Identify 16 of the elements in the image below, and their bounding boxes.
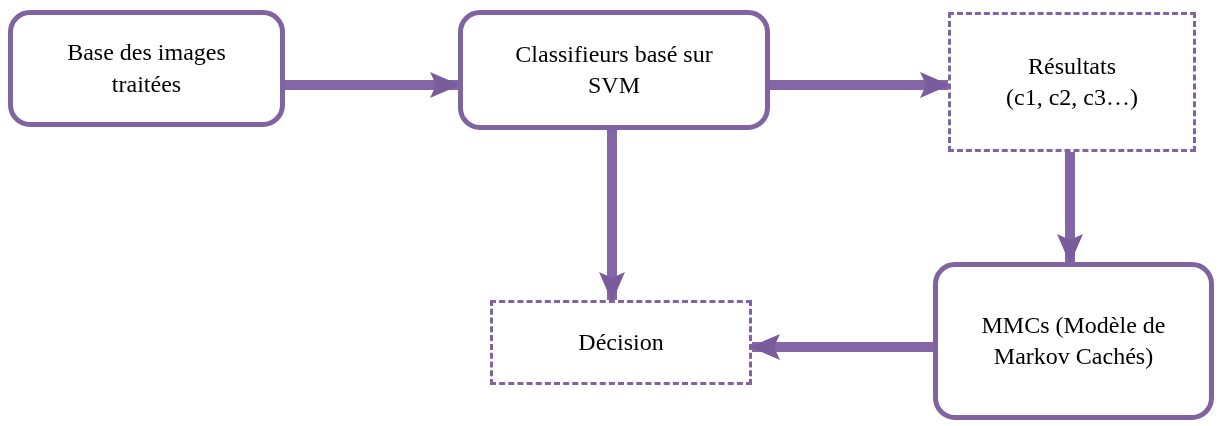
node-text: MMCs (Modèle de Markov Cachés) (980, 310, 1167, 371)
node-text: Classifieurs basé sur SVM (514, 39, 714, 100)
arrow (770, 72, 950, 98)
process-box (933, 262, 1214, 420)
output-box (948, 12, 1196, 152)
process-box (8, 10, 285, 127)
node-text: Résultats (1028, 51, 1116, 81)
node-text: Décision (578, 327, 664, 357)
arrow (599, 130, 625, 302)
node-text: Base des images traitées (66, 38, 227, 99)
arrow (1057, 152, 1083, 264)
arrow (285, 72, 460, 98)
output-box (490, 300, 752, 385)
node-text: (c1, c2, c3…) (1006, 83, 1138, 112)
process-box (458, 10, 770, 130)
arrow (750, 334, 933, 360)
